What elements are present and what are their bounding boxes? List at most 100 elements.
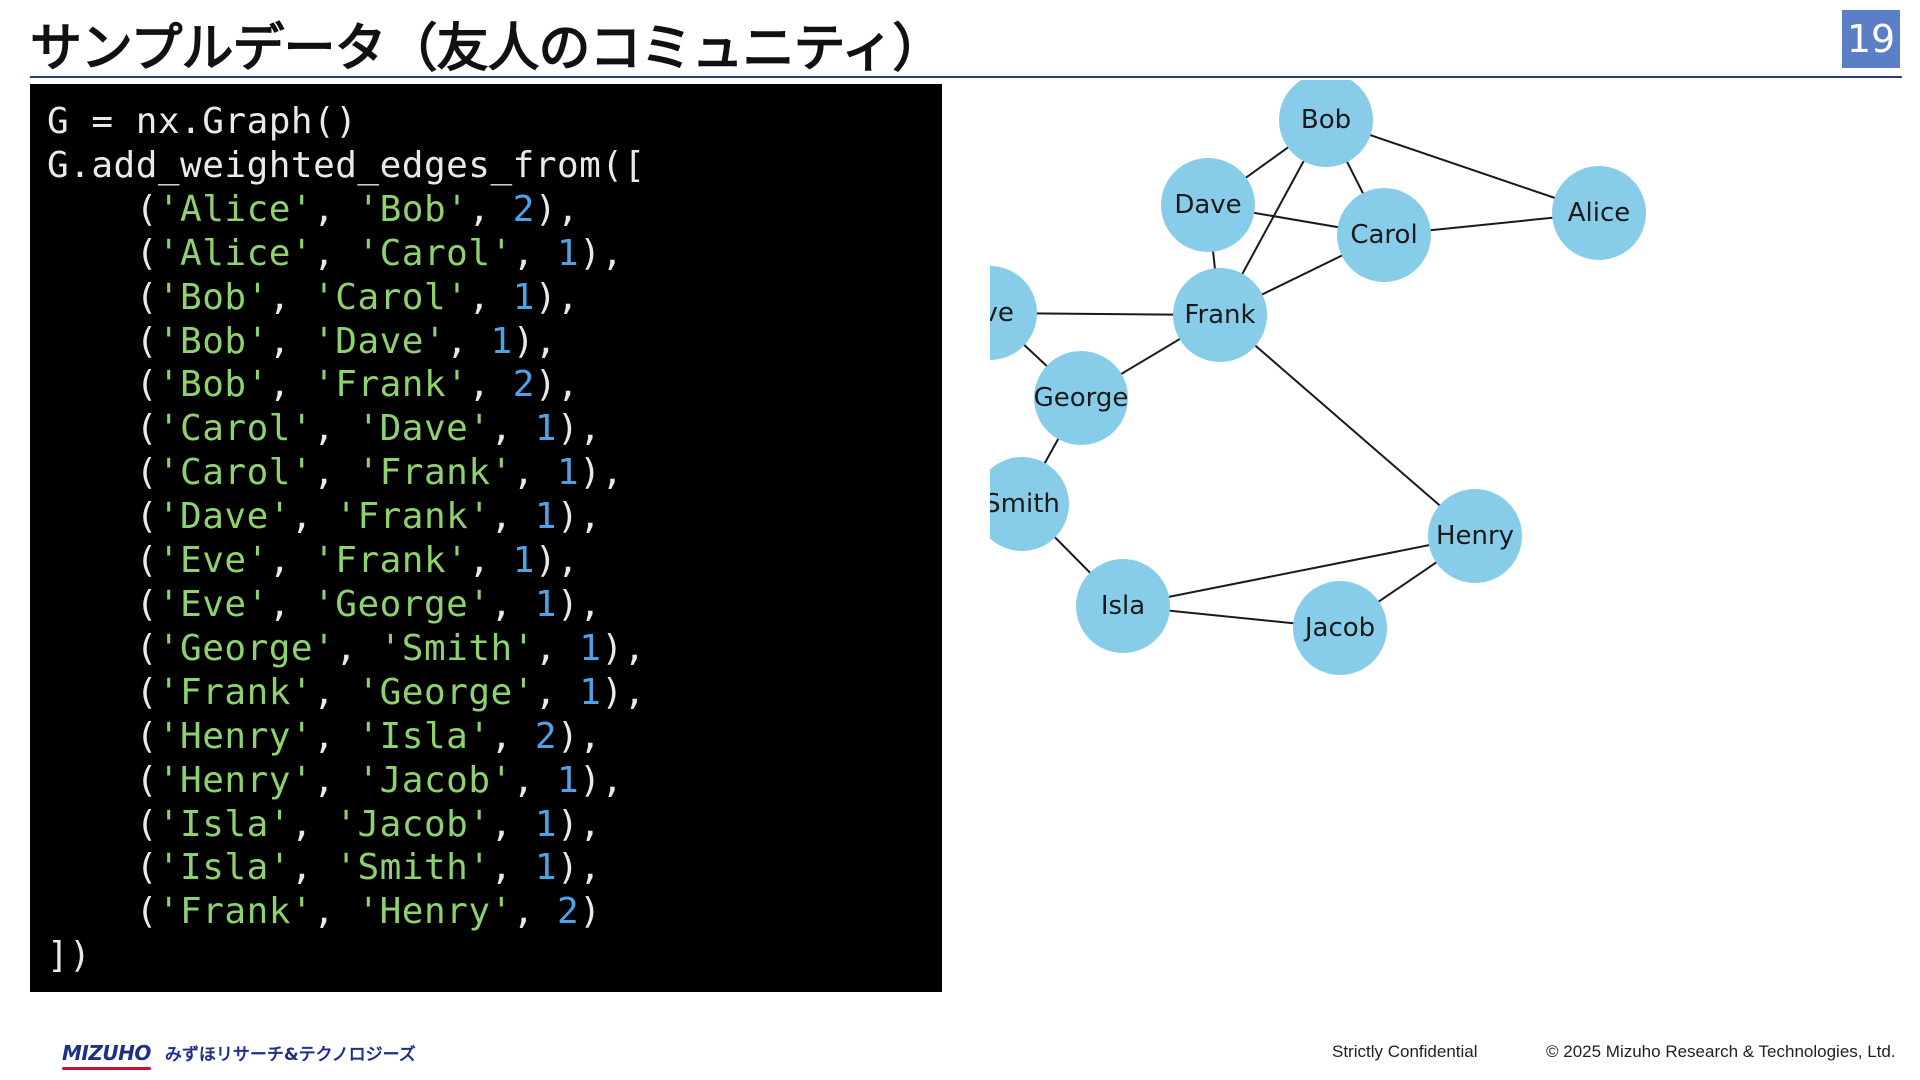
code-token: ,	[490, 496, 535, 538]
code-token: ),	[557, 408, 602, 450]
code-token: ,	[313, 232, 358, 274]
code-token: 'Isla'	[157, 847, 291, 889]
page-title: サンプルデータ（友人のコミュニティ）	[30, 19, 944, 79]
code-token: (	[47, 496, 158, 538]
code-line: ('Henry', 'Isla', 2),	[47, 715, 942, 759]
code-token: ,	[468, 276, 513, 318]
code-token: ,	[490, 715, 535, 757]
code-token: 'Bob'	[157, 276, 269, 318]
node-circle	[1293, 581, 1387, 675]
code-token: ,	[534, 671, 580, 713]
code-token: ,	[534, 627, 580, 669]
logo-wordmark: MIZUHO	[62, 1041, 151, 1070]
node-label: Frank	[1184, 300, 1255, 330]
code-token: 'Carol'	[157, 408, 314, 450]
code-line: G.add_weighted_edges_from([	[47, 144, 942, 188]
code-token: (	[47, 232, 158, 274]
code-line: ('Isla', 'Smith', 1),	[47, 846, 942, 890]
node-carol: Carol	[1337, 188, 1431, 282]
code-token: ,	[313, 671, 358, 713]
code-token: 'George'	[313, 583, 491, 625]
node-dave: Dave	[1161, 158, 1255, 252]
code-token: ,	[313, 408, 358, 450]
code-token: ),	[557, 847, 602, 889]
code-token: (	[47, 452, 158, 494]
code-token: 'Dave'	[313, 320, 447, 362]
code-token: 'Dave'	[157, 496, 291, 538]
code-token: 1	[534, 803, 558, 845]
code-token: ),	[534, 276, 580, 318]
code-line: ])	[47, 934, 942, 978]
code-token: 'George'	[357, 671, 535, 713]
node-label: Alice	[1568, 198, 1631, 228]
code-token: ),	[534, 188, 580, 230]
node-circle	[1428, 489, 1522, 583]
code-token: 'Dave'	[357, 408, 491, 450]
company-logo: MIZUHO みずほリサーチ&テクノロジーズ	[62, 1040, 416, 1070]
code-line: ('Henry', 'Jacob', 1),	[47, 759, 942, 803]
node-label: Isla	[1101, 591, 1145, 621]
code-token: 1	[557, 232, 580, 274]
code-token: 1	[534, 496, 558, 538]
code-line: ('Dave', 'Frank', 1),	[47, 495, 942, 539]
code-token: 'Bob'	[157, 364, 269, 406]
network-graph: BobDaveCarolAliceEveFrankGeorgeSmithHenr…	[990, 80, 1646, 675]
code-token: ,	[313, 759, 358, 801]
code-line: ('Alice', 'Bob', 2),	[47, 188, 942, 232]
code-token: 'Jacob'	[335, 803, 491, 845]
code-token: 'Smith'	[379, 627, 535, 669]
copyright-notice: © 2025 Mizuho Research & Technologies, L…	[1546, 1042, 1896, 1061]
node-label: Dave	[1174, 190, 1241, 220]
code-token: ,	[313, 715, 358, 757]
code-token: ),	[557, 715, 602, 757]
code-token: 'Alice'	[157, 188, 314, 230]
code-token: (	[47, 408, 158, 450]
page-number: 19	[1842, 10, 1900, 68]
code-token: ),	[557, 803, 602, 845]
node-circle	[1337, 188, 1431, 282]
node-circle	[1552, 166, 1646, 260]
code-token: ),	[557, 496, 602, 538]
code-token: 'Alice'	[157, 232, 314, 274]
code-token: ,	[490, 408, 535, 450]
code-token: ,	[290, 496, 336, 538]
code-token: 'Frank'	[157, 671, 314, 713]
code-token: G.add_weighted_edges_from([	[47, 144, 646, 186]
code-token: 2	[512, 188, 535, 230]
code-token: (	[47, 364, 158, 406]
code-line: ('Carol', 'Frank', 1),	[47, 451, 942, 495]
code-token: ),	[534, 364, 580, 406]
code-token: 2	[534, 715, 558, 757]
code-token: 1	[557, 759, 580, 801]
code-token: 'Carol'	[357, 232, 513, 274]
code-token: 1	[534, 847, 558, 889]
logo-company-name: みずほリサーチ&テクノロジーズ	[164, 1045, 416, 1065]
node-eve: Eve	[990, 266, 1037, 360]
code-line: ('Frank', 'Henry', 2)	[47, 890, 942, 934]
node-isla: Isla	[1076, 559, 1170, 653]
node-label: Jacob	[1303, 613, 1375, 643]
code-token: G = nx.Graph()	[47, 101, 358, 142]
code-token: ,	[313, 891, 358, 933]
edge-henry-isla	[1122, 535, 1476, 607]
node-smith: Smith	[990, 457, 1069, 551]
node-label: Smith	[990, 489, 1060, 519]
code-line: ('Eve', 'Frank', 1),	[47, 539, 942, 583]
node-label: Eve	[990, 298, 1014, 328]
node-circle	[1279, 80, 1373, 167]
code-token: 1	[557, 452, 580, 494]
code-token: ,	[268, 276, 314, 318]
code-token: ,	[313, 452, 358, 494]
code-token: ,	[268, 320, 314, 362]
code-token: 2	[512, 364, 535, 406]
title-divider	[30, 76, 1902, 78]
code-token: (	[47, 715, 158, 757]
code-token: ,	[290, 847, 336, 889]
code-token: ),	[601, 627, 646, 669]
node-label: Bob	[1301, 105, 1351, 135]
code-token: ,	[290, 803, 336, 845]
code-token: ])	[47, 935, 92, 977]
code-line: ('Bob', 'Carol', 1),	[47, 276, 942, 320]
code-token: ,	[268, 364, 314, 406]
code-token: ,	[313, 188, 358, 230]
